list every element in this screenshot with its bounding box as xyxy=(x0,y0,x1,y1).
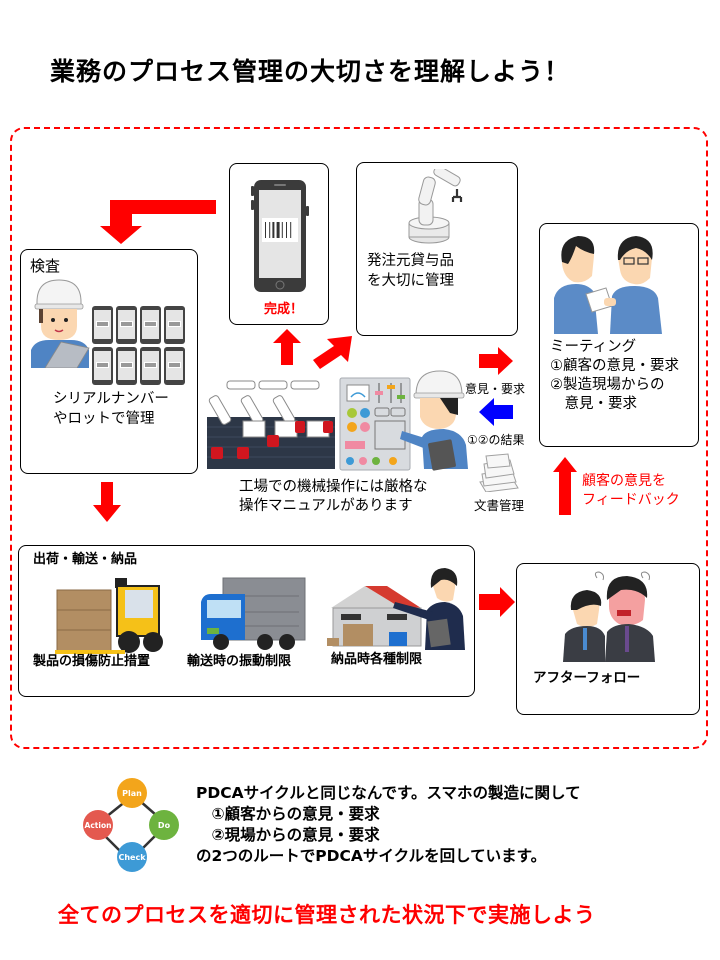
elbow-arrow-to-inspection xyxy=(100,200,216,244)
smartphone-icon xyxy=(92,347,113,385)
smartphone-icon xyxy=(140,306,161,344)
pdca-explanation: PDCAサイクルと同じなんです。スマホの製造に関して ①顧客からの意見・要求 ②… xyxy=(196,784,581,865)
factory-caption: 工場での機械操作には厳格な 操作マニュアルがあります xyxy=(239,479,428,514)
pdca-do-circle xyxy=(149,810,179,840)
meeting-text: ミーティング ①顧客の意見・要求 ②製造現場からの 意見・要求 xyxy=(550,339,679,412)
pdca-do-label: Do xyxy=(158,821,171,830)
pdca-check-label: Check xyxy=(118,853,146,862)
document-label: 文書管理 xyxy=(474,498,525,513)
pdca-cycle-icon: Plan Do Check Action xyxy=(83,778,179,872)
shipping-heading: 出荷・輸送・納品 xyxy=(33,552,138,567)
smartphone-icon xyxy=(116,347,137,385)
conclusion-text: 全てのプロセスを適切に管理された状況下で実施しよう xyxy=(58,903,596,927)
inspection-heading: 検査 xyxy=(30,257,61,275)
arrow-up-feedback xyxy=(553,457,577,515)
smartphone-icon xyxy=(140,347,161,385)
shipping-box: 出荷・輸送・納品 製品の損傷防止措置 輸送時の振動制限 納品時各種制限 xyxy=(18,545,475,697)
smartphone-grid-icon xyxy=(92,306,185,385)
arrow-up-to-complete xyxy=(273,329,301,365)
smartphone-icon xyxy=(164,306,185,344)
pdca-check-circle xyxy=(117,842,147,872)
truck-icon xyxy=(201,577,306,650)
complete-label: 完成！ xyxy=(264,302,304,317)
pdca-plan-label: Plan xyxy=(122,789,142,798)
warehouse-worker-icon xyxy=(327,568,465,650)
smartphone-icon xyxy=(116,306,137,344)
forklift-icon xyxy=(55,578,163,654)
shipping-item-label: 輸送時の振動制限 xyxy=(187,654,292,669)
shipping-item-label: 製品の損傷防止措置 xyxy=(33,654,151,669)
arrow-diagonal-to-supplied-parts xyxy=(313,336,352,369)
angry-customer-icon xyxy=(563,571,655,662)
worker-with-tablet-icon xyxy=(31,279,90,368)
inspection-box: 検査 シリアルナンバー やロットで管理 xyxy=(20,249,198,474)
after-follow-text: アフターフォロー xyxy=(533,670,641,686)
shipping-item-label: 納品時各種制限 xyxy=(331,652,423,667)
documents-icon xyxy=(479,453,519,492)
supplied-parts-box: 発注元貸与品 を大切に管理 xyxy=(356,162,518,336)
after-follow-box: アフターフォロー xyxy=(516,563,700,715)
factory-robots-icon xyxy=(207,380,335,469)
opinion-label: 意見・要求 xyxy=(465,382,526,396)
meeting-box: ミーティング ①顧客の意見・要求 ②製造現場からの 意見・要求 xyxy=(539,223,699,447)
pdca-action-circle xyxy=(83,810,113,840)
complete-box: 完成！ xyxy=(229,163,329,325)
arrow-down-to-shipping xyxy=(93,482,121,522)
inspection-text: シリアルナンバー やロットで管理 xyxy=(53,391,169,427)
feedback-label: 顧客の意見を フィードバック xyxy=(582,473,680,508)
meeting-people-icon xyxy=(554,236,662,334)
page-title: 業務のプロセス管理の大切さを理解しよう！ xyxy=(50,57,571,86)
smartphone-icon xyxy=(164,347,185,385)
result-label: ①②の結果 xyxy=(467,433,525,447)
arrow-left-result xyxy=(479,398,513,426)
pdca-plan-circle xyxy=(117,778,147,808)
robot-arm-icon xyxy=(408,169,463,244)
smartphone-barcode-icon xyxy=(251,180,309,292)
process-frame xyxy=(10,127,708,749)
operator-icon xyxy=(400,370,468,471)
arrow-right-to-after-follow xyxy=(479,587,515,617)
smartphone-icon xyxy=(92,306,113,344)
supplied-parts-text: 発注元貸与品 を大切に管理 xyxy=(367,253,454,289)
control-panel-icon xyxy=(339,377,411,471)
arrow-right-opinion xyxy=(479,347,513,375)
pdca-action-label: Action xyxy=(85,821,112,830)
